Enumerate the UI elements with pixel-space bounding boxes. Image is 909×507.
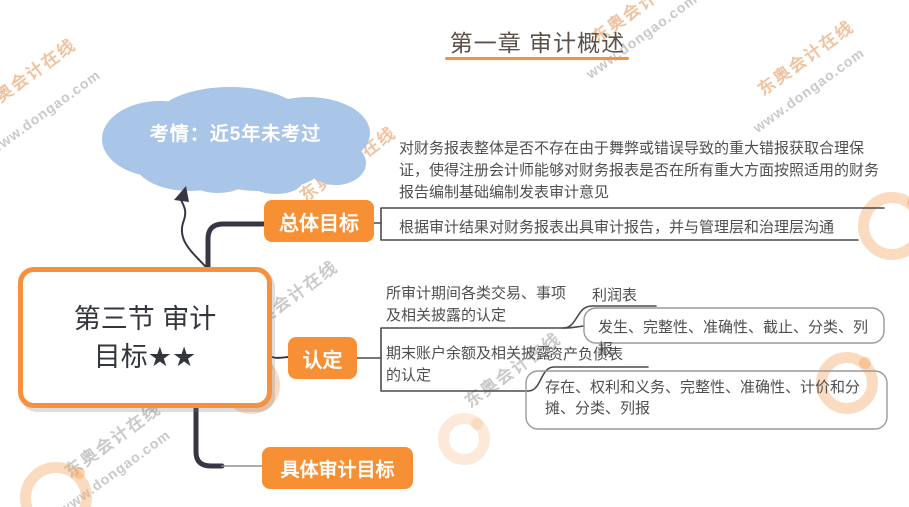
leaf-balance-sheet-assertions[interactable]: 存在、权利和义务、完整性、准确性、计价和分摊、分类、列报	[545, 379, 861, 417]
leaf-overall-objective-1[interactable]: 对财务报表整体是否不存在由于舞弊或错误导致的重大错报获取合理保证，使得注册会计师…	[399, 140, 880, 201]
branch-node-specific-objectives[interactable]: 具体审计目标	[262, 447, 413, 489]
leaf-balances-assertions[interactable]: 期末账户余额及相关披露的认定	[386, 345, 552, 384]
title-underline	[445, 57, 629, 60]
exam-note-label: 考情：近5年未考过	[149, 124, 322, 145]
page-title: 第一章 审计概述	[449, 30, 626, 56]
branch-node-assertion[interactable]: 认定	[288, 337, 357, 379]
leaf-income-statement-assertions[interactable]: 发生、完整性、准确性、截止、分类、列报	[598, 319, 869, 358]
exam-note-cloud[interactable]: 考情：近5年未考过	[98, 83, 373, 195]
branch-node-overall-objective[interactable]: 总体目标	[264, 200, 374, 242]
leaf-transactions-assertions[interactable]: 所审计期间各类交易、事项及相关披露的认定	[386, 285, 567, 324]
leaf-income-statement-label[interactable]: 利润表	[592, 287, 638, 304]
root-node-section-title[interactable]: 第三节 审计 目标★★	[18, 267, 272, 408]
leaf-balance-sheet-label[interactable]: 资产负债表	[548, 346, 624, 363]
leaf-overall-objective-2[interactable]: 根据审计结果对财务报表出具审计报告，并与管理层和治理层沟通	[399, 219, 835, 236]
cloud-shape	[102, 87, 370, 194]
